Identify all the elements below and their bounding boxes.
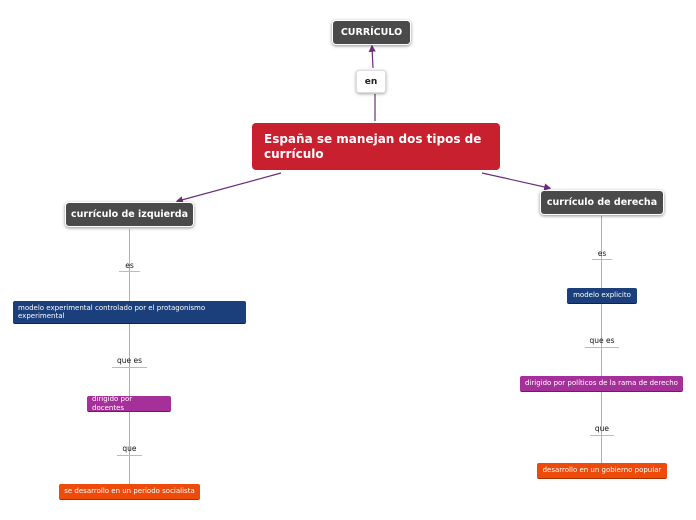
root-node-curriculo[interactable]: CURRÍCULO <box>332 20 411 45</box>
left-link-que[interactable]: que <box>117 442 142 456</box>
left-box-dirigido-por-docentes[interactable]: dirigido por docentes <box>87 395 171 412</box>
left-link-que-es[interactable]: que es <box>112 354 147 368</box>
left-box-modelo-experimental[interactable]: modelo experimental controlado por el pr… <box>13 301 246 324</box>
arrow-central-to-right <box>481 172 552 191</box>
link-word-en[interactable]: en <box>356 70 386 93</box>
right-box-dirigido-por-politicos[interactable]: dirigido por políticos de la rama de der… <box>520 376 683 392</box>
central-topic[interactable]: España se manejan dos tipos de currículo <box>252 123 500 170</box>
arrow-en-to-root <box>368 44 376 69</box>
arrow-central-to-left <box>175 172 282 204</box>
right-box-gobierno-popular[interactable]: desarrollo en un gobierno popular <box>537 463 667 479</box>
left-link-es[interactable]: es <box>119 259 140 272</box>
left-box-periodo-socialista[interactable]: se desarrollo en un periodo socialista <box>59 484 200 500</box>
right-link-es[interactable]: es <box>592 247 612 260</box>
right-box-modelo-explicito[interactable]: modelo explicito <box>567 288 637 304</box>
right-link-que-es[interactable]: que es <box>585 334 619 348</box>
right-link-que[interactable]: que <box>590 422 614 436</box>
left-branch-title[interactable]: currículo de izquierda <box>65 202 194 227</box>
right-branch-title[interactable]: currículo de derecha <box>540 190 664 215</box>
